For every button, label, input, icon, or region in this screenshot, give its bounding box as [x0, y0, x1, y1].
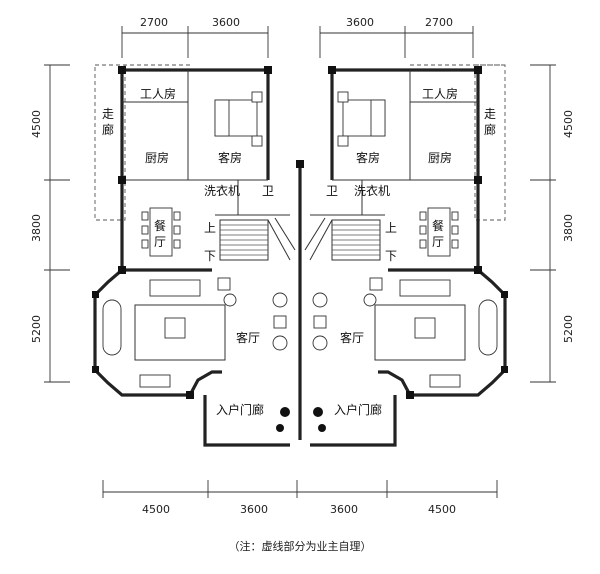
exterior-walls — [93, 68, 507, 447]
dining-label-left-1: 餐 — [154, 218, 166, 233]
dining-table-left — [141, 207, 181, 257]
top-dim-4: 2700 — [425, 16, 453, 29]
left-dim-3: 5200 — [30, 315, 43, 343]
guest-bed-left — [214, 91, 263, 147]
dining-label-right-1: 餐 — [432, 218, 444, 233]
guest-room-label-right: 客房 — [356, 150, 380, 165]
entrance-plants — [276, 407, 326, 432]
top-dim-1: 2700 — [140, 16, 168, 29]
corridor-label-right-1: 走 — [484, 107, 496, 121]
right-dim-2: 3800 — [562, 214, 575, 242]
dining-table-right — [419, 207, 459, 257]
laundry-label-left: 洗衣机 — [204, 183, 240, 198]
room-labels: 工人房 工人房 走 廊 走 廊 厨房 厨房 客房 客房 洗衣机 洗衣机 卫 卫 … — [102, 86, 496, 417]
guest-room-label-left: 客房 — [218, 150, 242, 165]
stair-down-label-left: 下 — [204, 249, 216, 263]
top-dim-2: 3600 — [212, 16, 240, 29]
bottom-dim-3: 3600 — [330, 503, 358, 516]
bottom-dim-1: 4500 — [142, 503, 170, 516]
entrance-label-left: 入户门廊 — [216, 402, 264, 417]
structural-columns — [92, 66, 508, 399]
right-dimension-line: 4500 3800 5200 — [530, 64, 575, 383]
living-label-right: 客厅 — [340, 330, 364, 345]
corridor-label-left-2: 廊 — [102, 122, 114, 137]
worker-room-label-left: 工人房 — [140, 86, 176, 101]
dining-label-right-2: 厅 — [432, 235, 444, 249]
worker-room-label-right: 工人房 — [422, 86, 458, 101]
bottom-dim-2: 3600 — [240, 503, 268, 516]
left-dim-1: 4500 — [30, 110, 43, 138]
corridor-label-right-2: 廊 — [484, 122, 496, 137]
bath-label-left: 卫 — [262, 184, 274, 198]
footnote: （注：虚线部分为业主自理） — [228, 540, 372, 553]
top-dim-3: 3600 — [346, 16, 374, 29]
staircase-left — [219, 217, 296, 261]
left-dim-2: 3800 — [30, 214, 43, 242]
dining-label-left-2: 厅 — [154, 235, 166, 249]
left-dimension-line: 4500 3800 5200 — [30, 64, 70, 383]
living-label-left: 客厅 — [236, 330, 260, 345]
kitchen-label-left: 厨房 — [145, 150, 169, 165]
bottom-dim-4: 4500 — [428, 503, 456, 516]
entrance-label-right: 入户门廊 — [334, 402, 382, 417]
guest-bed-right — [337, 91, 386, 147]
living-sofa-right — [369, 277, 498, 388]
stair-up-label-right: 上 — [385, 221, 397, 235]
corridor-label-left-1: 走 — [102, 107, 114, 121]
laundry-label-right: 洗衣机 — [354, 183, 390, 198]
top-dimension-line: 2700 3600 3600 2700 — [121, 16, 474, 58]
kitchen-label-right: 厨房 — [428, 150, 452, 165]
center-chairs — [223, 292, 377, 351]
stair-up-label-left: 上 — [204, 221, 216, 235]
staircase-right — [304, 217, 381, 261]
right-dim-1: 4500 — [562, 110, 575, 138]
bath-label-right: 卫 — [326, 184, 338, 198]
living-sofa-left — [102, 277, 231, 388]
bottom-dimension-line: 4500 3600 3600 4500 — [102, 480, 498, 516]
interior-walls — [122, 70, 478, 216]
stair-down-label-right: 下 — [385, 249, 397, 263]
right-dim-3: 5200 — [562, 315, 575, 343]
